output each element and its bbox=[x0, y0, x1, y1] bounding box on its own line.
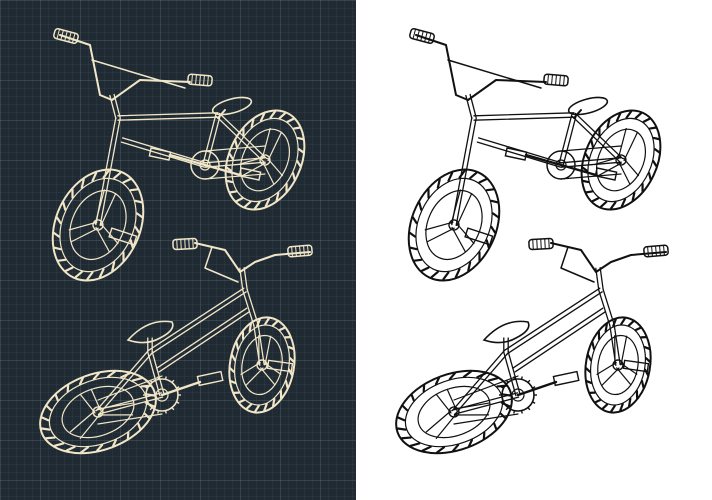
bmx-bike-front-view bbox=[51, 27, 306, 282]
bmx-bike-rear-view bbox=[39, 237, 313, 455]
bmx-bike-rear-view bbox=[395, 237, 669, 455]
dark-panel-drawing bbox=[39, 27, 313, 455]
light-blueprint-panel bbox=[356, 0, 712, 500]
light-panel-drawing bbox=[395, 27, 669, 455]
dark-blueprint-panel bbox=[0, 0, 356, 500]
bmx-bike-front-view bbox=[407, 27, 662, 282]
